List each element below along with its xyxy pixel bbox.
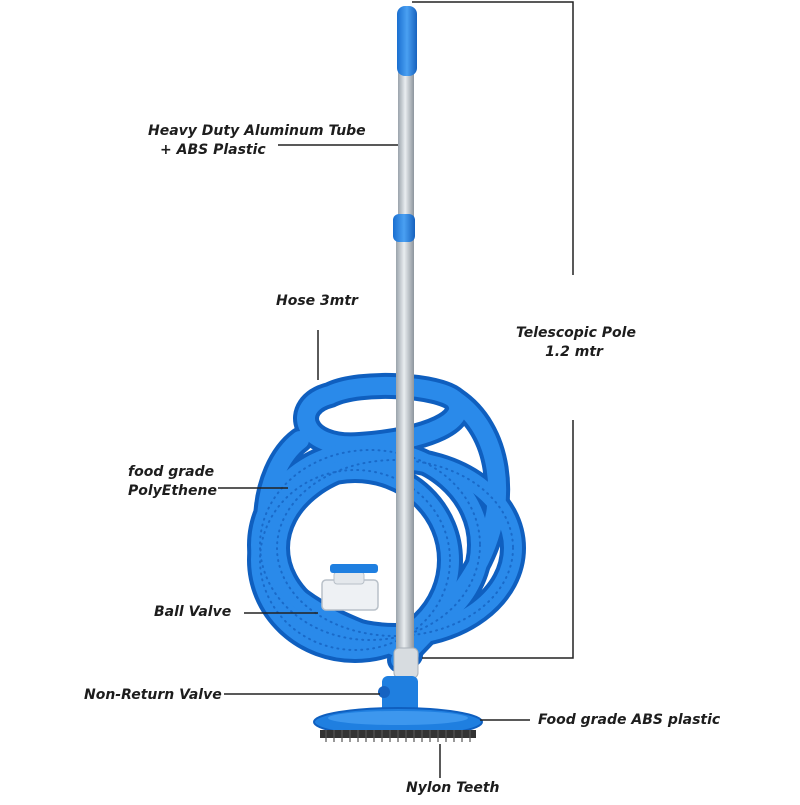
label-polyethene-line1: food grade xyxy=(128,464,215,480)
pole-connector xyxy=(393,647,419,679)
label-aluminum-tube-line1: Heavy Duty Aluminum Tube xyxy=(148,123,366,139)
label-telescopic-pole-line2: 1.2 mtr xyxy=(545,344,603,360)
label-hose: Hose 3mtr xyxy=(276,293,358,309)
label-telescopic-pole: Telescopic Pole 1.2 mtr xyxy=(516,324,636,362)
label-abs-plastic: Food grade ABS plastic xyxy=(538,712,721,728)
nylon-teeth xyxy=(325,730,471,742)
non-return-valve-icon xyxy=(378,686,390,698)
label-aluminum-tube: Heavy Duty Aluminum Tube + ABS Plastic xyxy=(148,122,366,160)
pole-bracket-bottom xyxy=(422,420,574,659)
label-polyethene-line2: PolyEthene xyxy=(128,483,217,499)
label-nylon-teeth: Nylon Teeth xyxy=(406,780,500,796)
pole-bracket-top xyxy=(412,1,574,275)
vacuum-head xyxy=(313,676,483,742)
top-grip xyxy=(397,6,417,76)
label-aluminum-tube-line2: + ABS Plastic xyxy=(160,142,266,158)
ball-valve xyxy=(321,564,379,611)
leader-lines xyxy=(218,1,574,778)
hose-coil xyxy=(247,372,526,673)
label-ball-valve: Ball Valve xyxy=(154,604,232,620)
pole-lock xyxy=(393,214,415,242)
label-telescopic-pole-line1: Telescopic Pole xyxy=(516,325,636,341)
telescopic-pole xyxy=(393,6,419,679)
label-non-return-valve: Non-Return Valve xyxy=(84,687,222,703)
label-polyethene: food grade PolyEthene xyxy=(128,463,217,501)
